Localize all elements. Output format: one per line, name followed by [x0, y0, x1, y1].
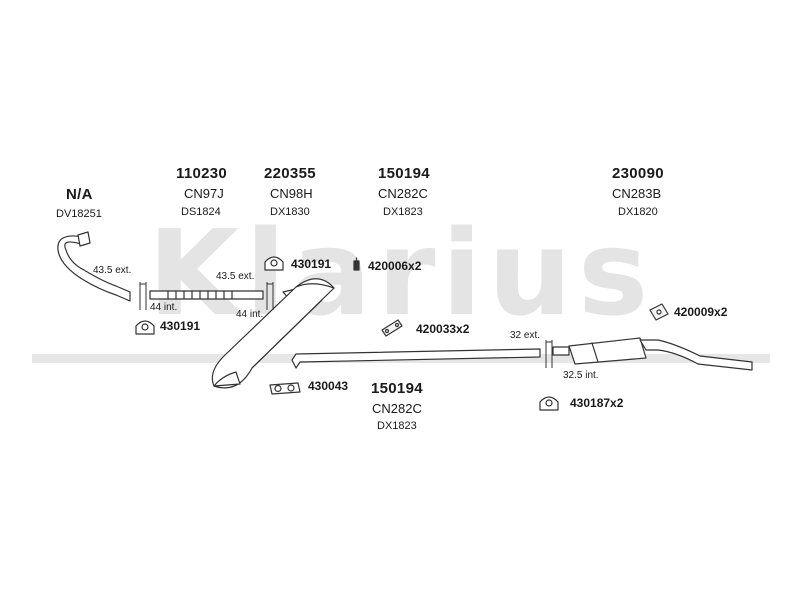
part-code: DX1823 — [377, 420, 417, 432]
dimension-label: 43.5 ext. — [93, 265, 132, 276]
fitting-ref: 430043 — [308, 379, 349, 393]
part-code: DS1824 — [181, 206, 221, 218]
part-code: CN282C — [378, 186, 428, 201]
part-code: DX1820 — [618, 206, 658, 218]
part-code: CN97J — [184, 186, 224, 201]
part-code: CN98H — [270, 186, 313, 201]
part-number-150194-center: 150194 — [371, 380, 423, 397]
fitting-ref: 420033x2 — [416, 322, 470, 336]
part-number-110230: 110230 — [176, 165, 228, 182]
part-code: DX1830 — [270, 206, 310, 218]
dimension-label: 32 ext. — [510, 330, 541, 341]
rear-silencer — [552, 337, 753, 371]
dimension-mark-3 — [545, 340, 553, 368]
part-code: DX1823 — [383, 206, 423, 218]
dimension-label: 44 int. — [150, 302, 178, 313]
clamp-icon — [135, 320, 155, 335]
fitting-ref: 420009x2 — [674, 305, 728, 319]
part-number-220355: 220355 — [264, 165, 316, 182]
downpipe — [57, 231, 131, 302]
part-code: DV18251 — [56, 208, 102, 220]
center-muffler — [211, 278, 335, 389]
part-number-na: N/A — [66, 186, 93, 203]
part-code: CN282C — [372, 401, 422, 416]
watermark-logo: Klarius — [147, 204, 655, 342]
gasket-icon — [269, 382, 301, 395]
fitting-ref: 420006x2 — [368, 259, 422, 273]
clamp-icon — [264, 256, 284, 271]
part-number-230090: 230090 — [612, 165, 664, 182]
part-number-150194: 150194 — [378, 165, 430, 182]
part-code: CN283B — [612, 186, 662, 201]
intermediate-pipe — [149, 290, 264, 300]
fitting-ref: 430191 — [291, 257, 332, 271]
rubber-mount-icon — [649, 303, 669, 321]
dimension-mark-2 — [266, 282, 274, 310]
fitting-ref: 430191 — [160, 319, 201, 333]
dimension-label: 44 int. — [236, 309, 264, 320]
dimension-label: 43.5 ext. — [216, 271, 255, 282]
rubber-mount-icon — [381, 319, 403, 337]
bolt-icon — [353, 257, 360, 271]
dimension-mark-1 — [139, 282, 147, 310]
clamp-icon — [539, 396, 559, 411]
dimension-label: 32.5 int. — [563, 370, 599, 381]
fitting-ref: 430187x2 — [570, 396, 624, 410]
connecting-pipe — [291, 348, 541, 369]
